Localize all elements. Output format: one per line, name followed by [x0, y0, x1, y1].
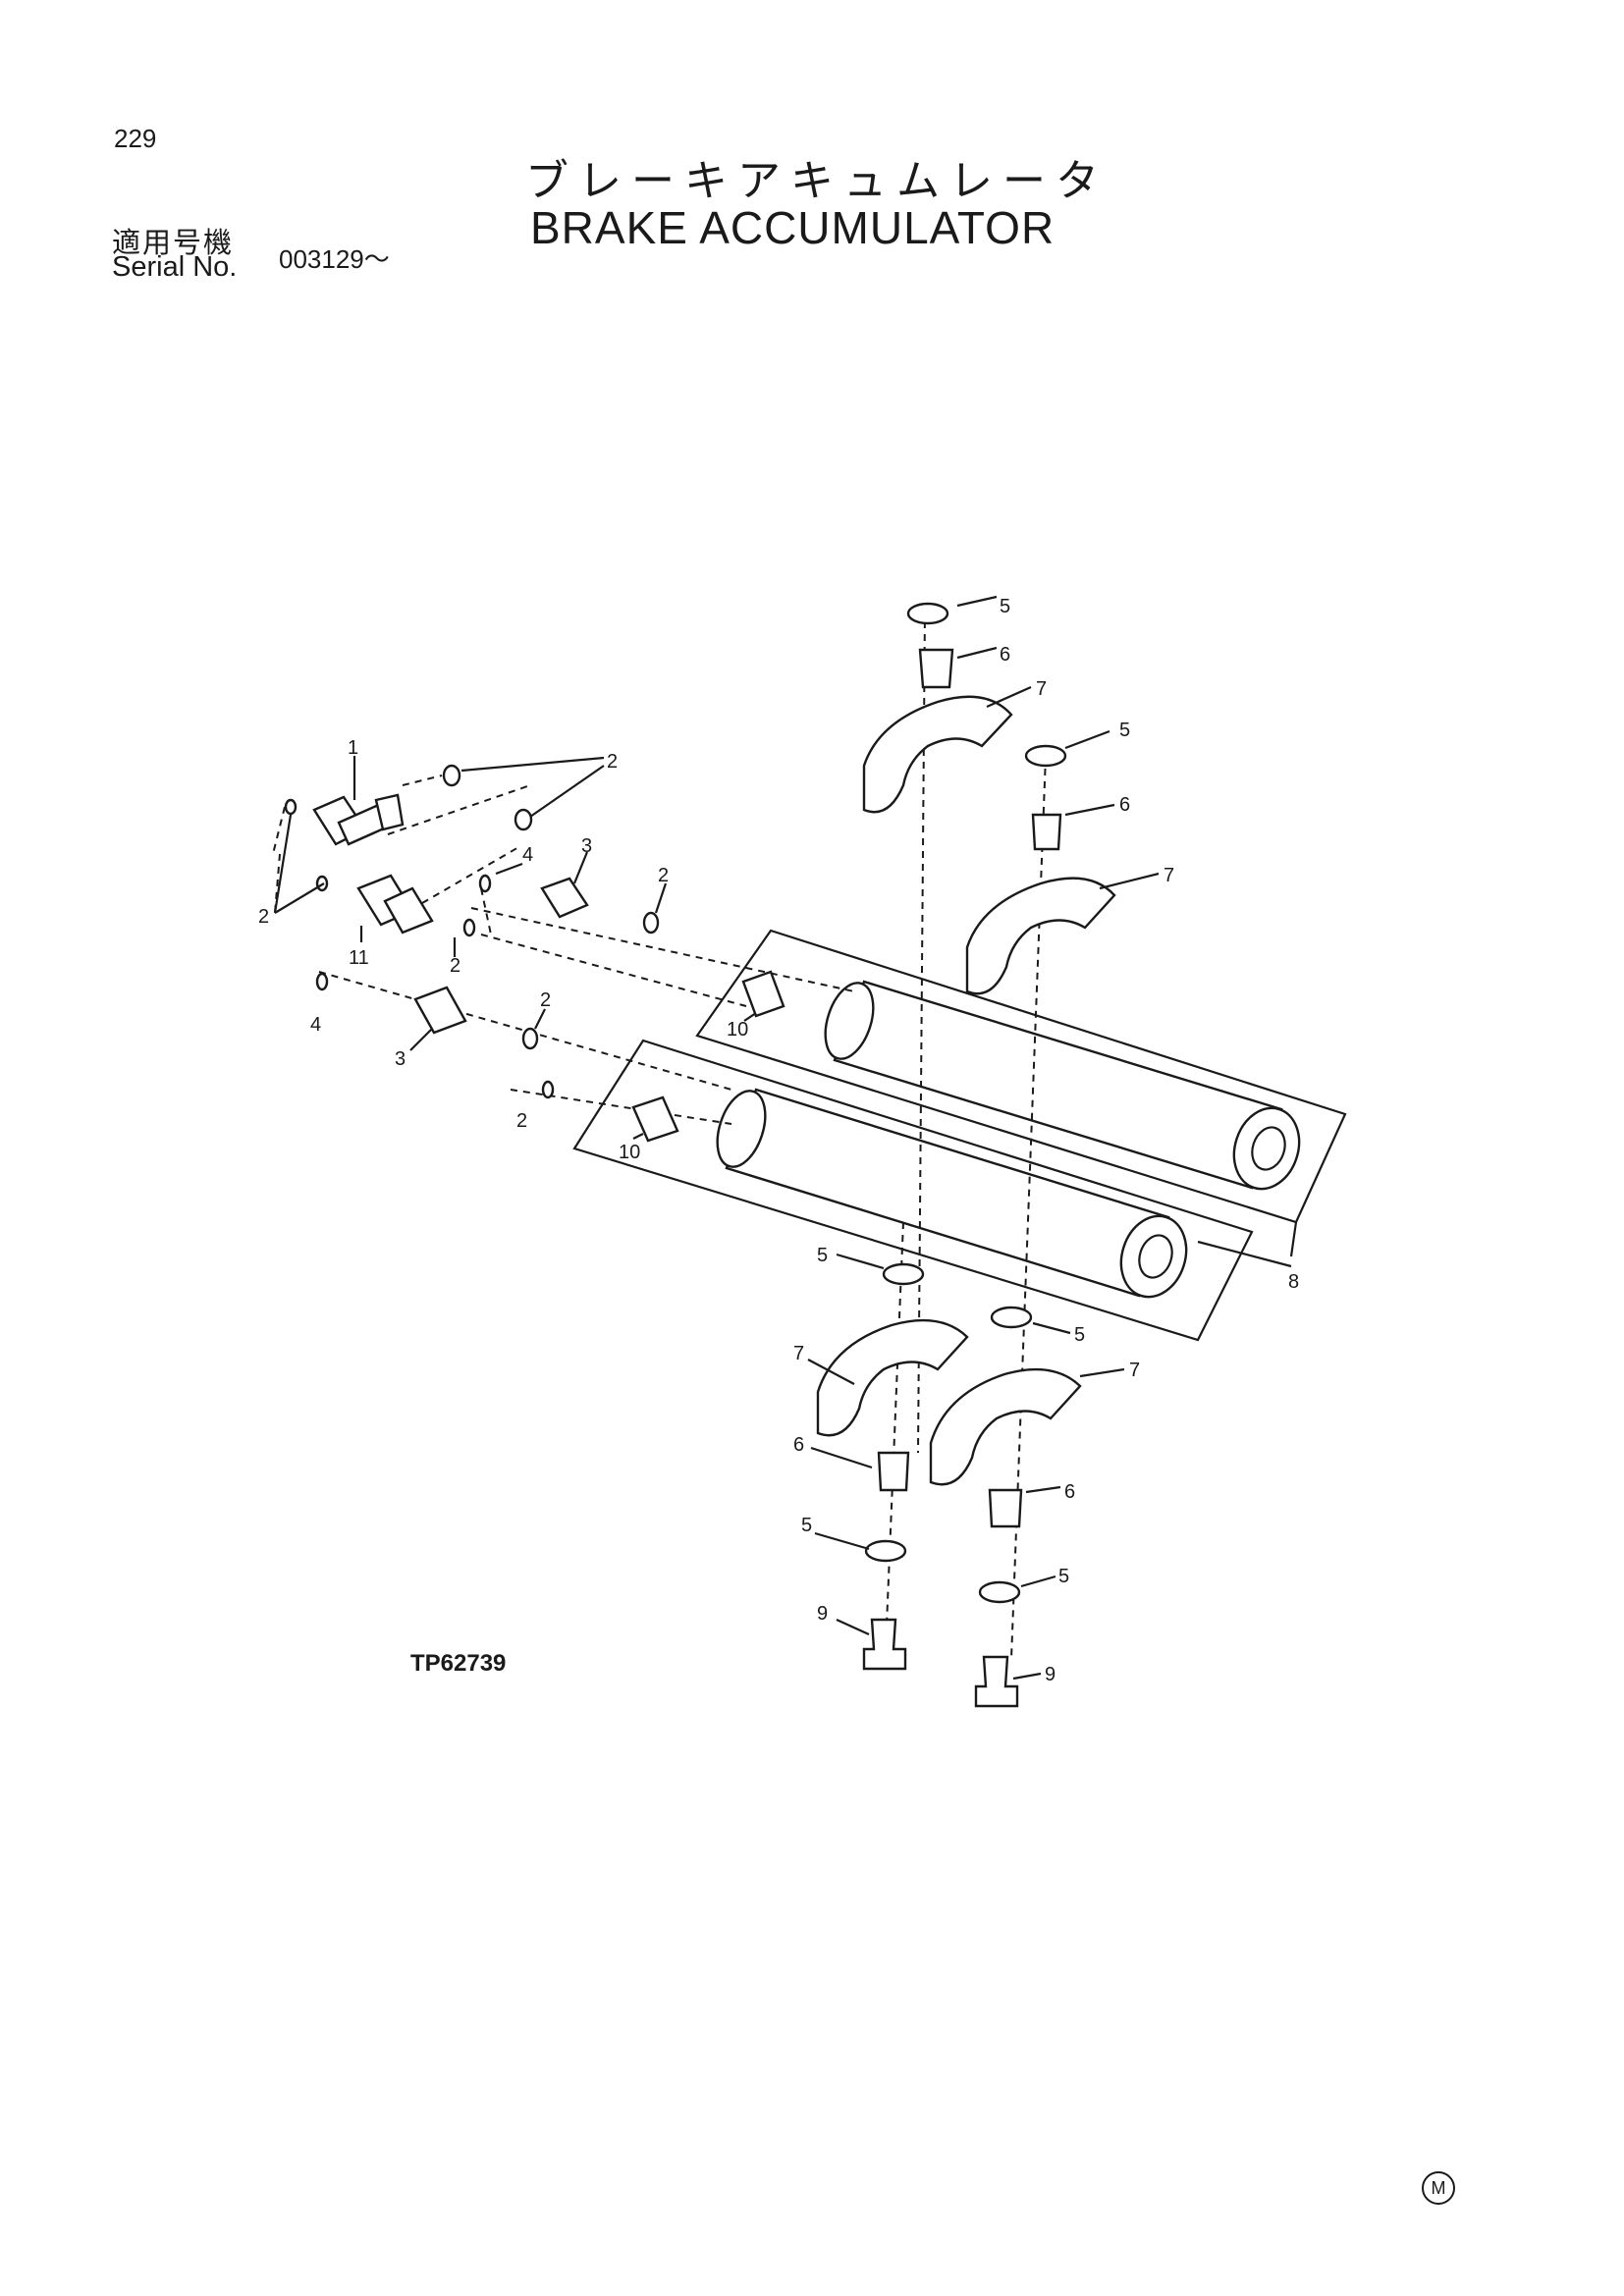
callout-label: 5 [1074, 1324, 1085, 1346]
assembly-line [402, 774, 443, 786]
callout-label: 7 [793, 1343, 804, 1364]
assembly-line [470, 907, 855, 992]
callout-label: 6 [1119, 794, 1130, 816]
callout-label: 2 [516, 1110, 527, 1132]
callout-label: 6 [1064, 1481, 1075, 1503]
callout-label: 10 [727, 1019, 748, 1041]
assembly-line [421, 845, 521, 904]
bolt [974, 1655, 1019, 1708]
page-title-japanese: ブレーキアキュムレータ [525, 156, 1109, 206]
fitting-connector [741, 970, 785, 1018]
serial-label-japanese: 適用号機 [112, 226, 235, 259]
o-ring [462, 918, 476, 937]
backup-ring [478, 874, 492, 893]
drawing-code: TP62739 [410, 1650, 507, 1677]
callout-label: 9 [817, 1603, 828, 1625]
assembly-line [480, 934, 747, 1007]
callout-label: 5 [817, 1245, 828, 1266]
callout-label: 1 [348, 737, 358, 759]
callout-label: 4 [310, 1014, 321, 1036]
leader-lines [273, 595, 1298, 1681]
clamp [929, 1367, 1082, 1486]
callout-label: 5 [1058, 1566, 1069, 1587]
o-ring [514, 808, 533, 831]
assembly-line [885, 1221, 904, 1650]
assembly-line [480, 887, 492, 935]
callout-label: 8 [1288, 1271, 1299, 1293]
callout-label: 2 [450, 955, 460, 977]
callout-label: 3 [581, 835, 592, 857]
serial-label: Serial No. [112, 251, 238, 283]
clamp [965, 877, 1116, 995]
callout-label: 7 [1129, 1360, 1140, 1381]
spacer [877, 1451, 910, 1492]
bolt [862, 1618, 907, 1671]
accumulator-group-frame-lower [572, 1039, 1254, 1342]
clamp [862, 695, 1013, 814]
callout-label: 11 [349, 947, 369, 969]
spacer [988, 1488, 1023, 1528]
assembly-line [274, 853, 281, 914]
callout-label: 2 [258, 906, 269, 928]
washer [990, 1306, 1033, 1329]
callout-label: 6 [1000, 644, 1010, 666]
washer [882, 1262, 925, 1286]
callout-label: 4 [522, 844, 533, 866]
callout-label: 5 [1119, 720, 1130, 741]
assembly-line [387, 784, 531, 835]
fitting-elbow [312, 793, 405, 846]
fitting-union [540, 877, 589, 919]
fitting-adapter [356, 874, 434, 934]
page-title: BRAKE ACCUMULATOR [530, 202, 1056, 253]
serial-value: 003129～ [279, 244, 390, 274]
o-ring [442, 764, 461, 787]
page-number: 229 [114, 124, 157, 153]
backup-ring [315, 972, 329, 991]
callout-label: 7 [1164, 865, 1174, 886]
callout-label: 2 [540, 989, 551, 1011]
callout-label: 10 [619, 1142, 640, 1163]
callout-label: 6 [793, 1434, 804, 1456]
o-ring [284, 798, 298, 816]
assembly-line [318, 971, 732, 1091]
washer [978, 1580, 1021, 1604]
callout-label: 5 [1000, 596, 1010, 617]
washer [864, 1539, 907, 1563]
clamp [816, 1318, 969, 1437]
callout-label: 3 [395, 1048, 406, 1070]
callout-label: 9 [1045, 1664, 1056, 1685]
fitting-union [413, 986, 467, 1035]
o-ring [642, 911, 660, 934]
spacer [918, 648, 954, 689]
o-ring [521, 1027, 539, 1050]
spacer [1031, 813, 1062, 851]
callout-label: 5 [801, 1515, 812, 1536]
washer [906, 602, 949, 625]
corner-mark: M [1422, 2171, 1455, 2205]
accumulator-cylinder-upper [824, 980, 1301, 1191]
callout-label: 2 [658, 865, 669, 886]
callout-label: 7 [1036, 678, 1047, 700]
washer [1024, 744, 1067, 768]
callout-label: 2 [607, 751, 618, 773]
assembly-line [272, 806, 286, 855]
fitting-connector [631, 1095, 679, 1143]
accumulator-cylinder-lower [716, 1088, 1188, 1299]
o-ring [541, 1080, 555, 1099]
